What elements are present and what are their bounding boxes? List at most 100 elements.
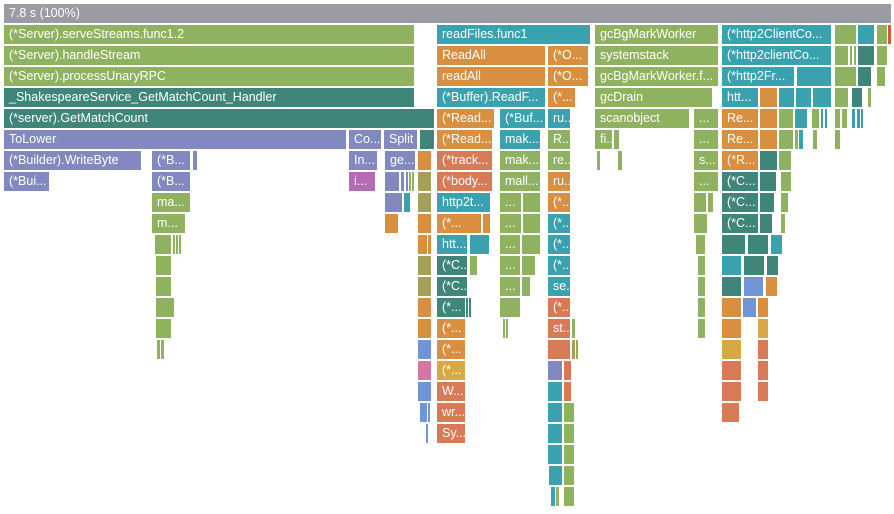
frame-cell[interactable] [572,319,575,338]
frame-cell[interactable] [698,319,705,338]
frame-cell[interactable] [722,340,741,359]
frame-cell[interactable] [722,298,741,317]
frame-ru[interactable]: ru... [548,172,570,191]
frame-scanobject[interactable]: scanobject [595,109,689,128]
frame-cell[interactable] [157,340,160,359]
frame-c[interactable]: (*C... [722,172,758,191]
frame-[interactable]: (*... [548,298,570,317]
frame-[interactable]: (*... [548,214,570,233]
frame-cell[interactable] [548,424,562,443]
frame-[interactable]: (*... [437,319,465,338]
frame-[interactable]: ... [694,130,718,149]
frame-systemstack[interactable]: systemstack [595,46,718,65]
frame-cell[interactable] [412,172,414,191]
frame-cell[interactable] [564,445,574,464]
frame-cell[interactable] [858,25,874,44]
frame-co[interactable]: Co... [349,130,381,149]
frame-[interactable]: ... [500,235,520,254]
frame-cell[interactable] [420,130,434,149]
frame-c[interactable]: (*C... [722,193,758,212]
frame-st[interactable]: st... [548,319,570,338]
frame-[interactable]: ... [500,214,521,233]
frame-cell[interactable] [796,88,811,107]
frame-cell[interactable] [781,193,788,212]
frame-i[interactable]: i... [349,172,375,191]
frame-cell[interactable] [503,319,505,338]
frame-cell[interactable] [179,235,181,254]
frame-cell[interactable] [418,361,431,380]
frame-o[interactable]: (*O... [548,46,588,65]
frame-b[interactable]: (*B... [152,172,190,191]
frame-[interactable]: (*... [437,340,465,359]
frame-readfiles-func1[interactable]: readFiles.func1 [437,25,590,44]
frame-cell[interactable] [850,46,852,65]
frame-cell[interactable] [418,214,431,233]
frame-cell[interactable] [522,235,540,254]
frame-re[interactable]: Re... [722,130,758,149]
frame-cell[interactable] [852,88,862,107]
frame-cell[interactable] [523,214,540,233]
frame-c[interactable]: (*C... [437,277,467,296]
frame-cell[interactable] [813,130,817,149]
frame-cell[interactable] [385,172,399,191]
frame-cell[interactable] [176,235,178,254]
frame-cell[interactable] [852,109,855,128]
frame-cell[interactable] [760,130,777,149]
frame-read[interactable]: (*Read... [437,109,494,128]
frame-cell[interactable] [722,319,741,338]
frame-cell[interactable] [500,298,520,317]
frame-http2fr[interactable]: (*http2Fr... [722,67,794,86]
frame-cell[interactable] [888,25,891,44]
frame-cell[interactable] [426,424,428,443]
frame-http2t[interactable]: http2t... [437,193,490,212]
frame-r[interactable]: R... [548,130,570,149]
frame-cell[interactable] [572,340,575,359]
frame-cell[interactable] [404,193,410,212]
frame-cell[interactable] [483,214,490,233]
frame-ru[interactable]: ru... [548,109,570,128]
frame-cell[interactable] [548,403,562,422]
frame-cell[interactable] [854,46,856,65]
frame-cell[interactable] [156,277,171,296]
frame-http2clientco[interactable]: (*http2clientCo... [722,46,831,65]
frame-htt[interactable]: htt... [722,88,758,107]
frame-cell[interactable] [779,109,793,128]
frame-body[interactable]: (*body... [437,172,492,191]
frame-cell[interactable] [779,88,794,107]
frame-cell[interactable] [698,298,705,317]
frame-bui[interactable]: (*Bui... [4,172,49,191]
frame-[interactable]: (*... [437,214,481,233]
frame-cell[interactable] [861,109,863,128]
frame-gcbgmarkworker[interactable]: gcBgMarkWorker [595,25,718,44]
frame-http2clientco[interactable]: (*http2ClientCo... [722,25,831,44]
frame-cell[interactable] [418,340,431,359]
frame-wr[interactable]: wr... [437,403,465,422]
frame-cell[interactable] [418,151,431,170]
frame-cell[interactable] [744,277,763,296]
frame-cell[interactable] [795,109,807,128]
frame-cell[interactable] [564,424,574,443]
frame-cell[interactable] [821,109,823,128]
frame-cell[interactable] [758,361,768,380]
frame-re[interactable]: Re... [722,109,758,128]
frame-cell[interactable] [564,403,574,422]
frame-cell[interactable] [877,25,887,44]
frame-server-servestreams-func1-2[interactable]: (*Server).serveStreams.func1.2 [4,25,414,44]
frame-cell[interactable] [758,319,768,338]
frame-readall[interactable]: readAll [437,67,545,86]
frame-tolower[interactable]: ToLower [4,130,346,149]
frame-split[interactable]: Split [384,130,417,149]
frame-cell[interactable] [842,109,847,128]
frame-r[interactable]: (*R... [722,151,758,170]
frame-[interactable]: ... [694,172,718,191]
frame-buffer-readf[interactable]: (*Buffer).ReadF... [437,88,545,107]
frame-cell[interactable] [779,130,793,149]
frame-cell[interactable] [556,487,559,506]
frame-cell[interactable] [698,277,705,296]
frame-se[interactable]: se... [548,277,570,296]
frame-cell[interactable] [694,193,706,212]
frame-b[interactable]: (*B... [152,151,190,170]
frame-ge[interactable]: ge... [385,151,415,170]
frame-cell[interactable] [385,214,398,233]
frame-[interactable]: (*... [548,88,575,107]
